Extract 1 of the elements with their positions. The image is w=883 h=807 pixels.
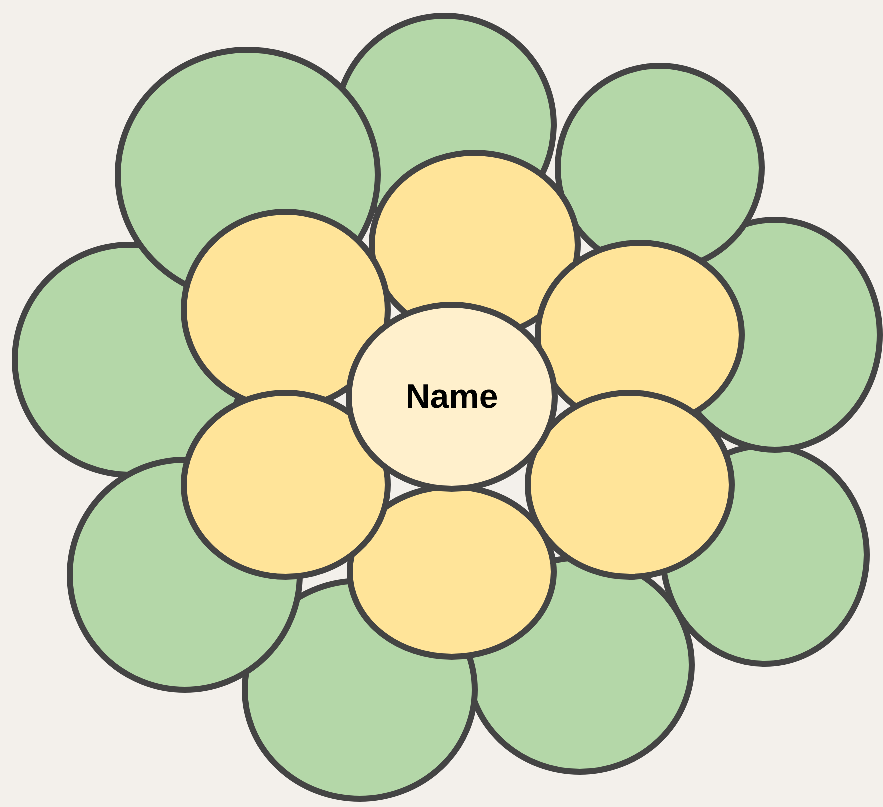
center-label: Name (406, 378, 498, 416)
